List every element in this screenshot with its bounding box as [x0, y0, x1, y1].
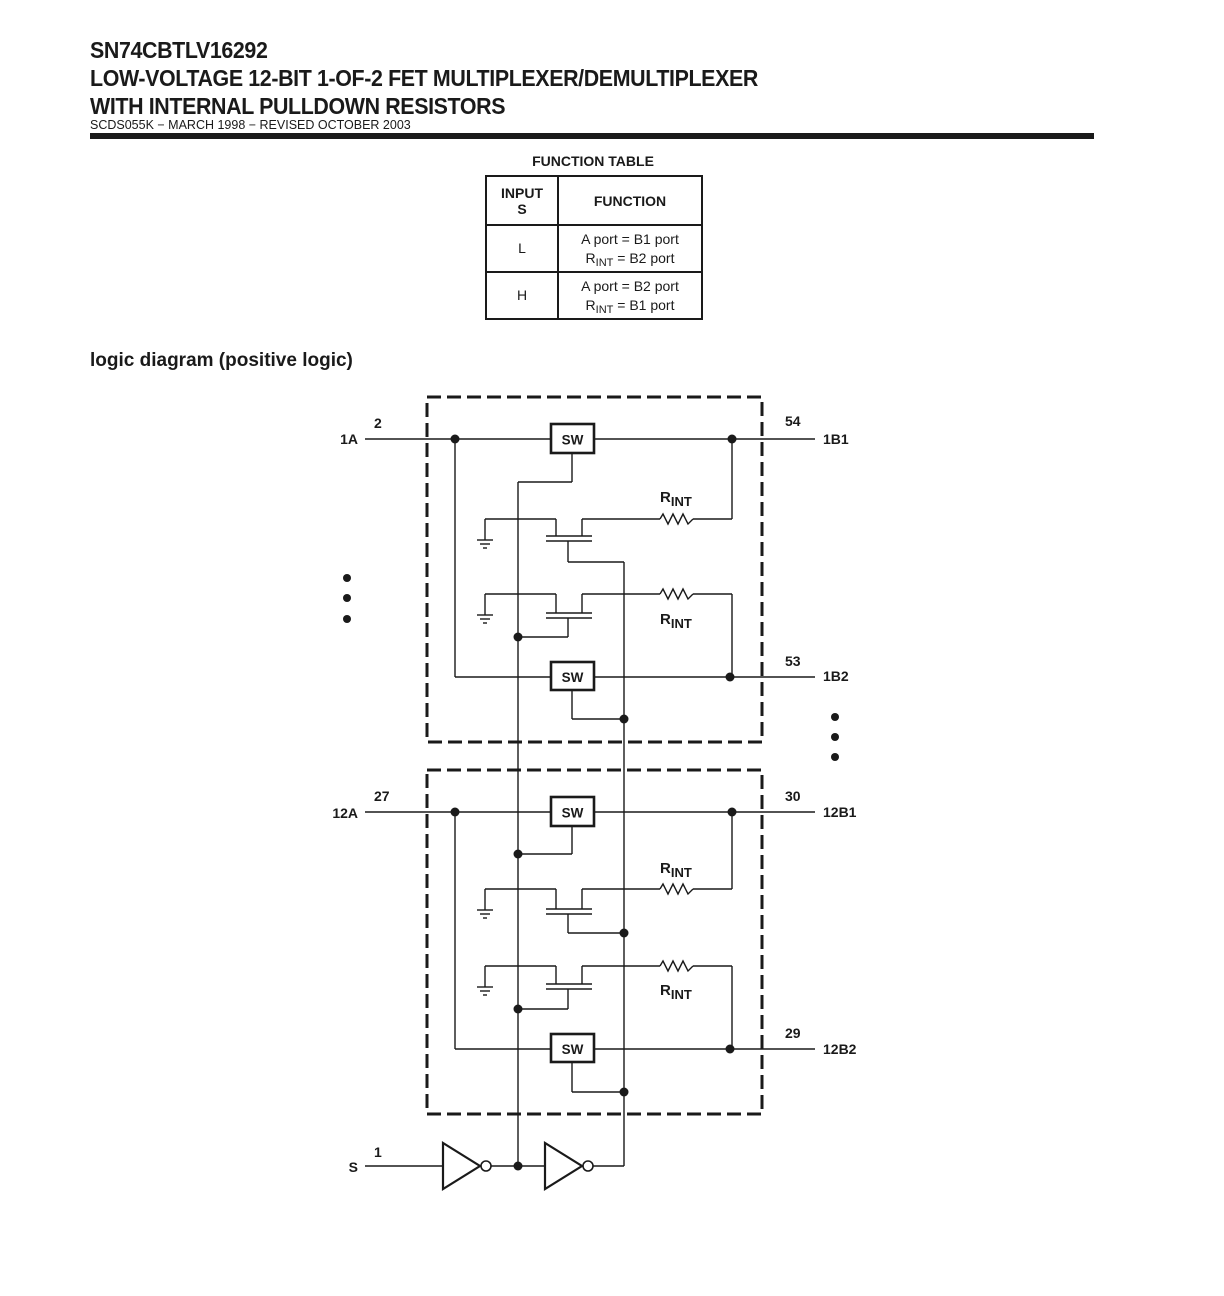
resistor-label: RINT	[660, 982, 692, 1002]
row-function-line2: = B2 port	[613, 249, 675, 266]
row-input: L	[485, 224, 559, 273]
ground-icon	[476, 974, 494, 996]
ground-icon	[476, 527, 494, 549]
fet-icon	[545, 612, 593, 619]
table-row: H A port = B2 port RINT = B1 port	[485, 271, 703, 320]
header-rule	[90, 133, 1094, 139]
row-input: H	[485, 271, 559, 320]
ellipsis-left	[343, 574, 351, 623]
pin-number: 27	[374, 788, 390, 804]
device-description-line1: LOW-VOLTAGE 12-BIT 1-OF-2 FET MULTIPLEXE…	[90, 65, 758, 91]
pin-label-12b1: 12B1	[823, 804, 857, 820]
part-number-title: SN74CBTLV16292	[90, 37, 268, 63]
header-function: FUNCTION	[557, 175, 703, 226]
pin-number: 53	[785, 653, 801, 669]
inverter-2	[543, 1141, 594, 1191]
pin-label-1b1: 1B1	[823, 431, 849, 447]
r-sub: INT	[595, 303, 614, 316]
channel-1-box	[425, 395, 764, 744]
pin-label-1b2: 1B2	[823, 668, 849, 684]
switch-12b2: SW	[549, 1032, 596, 1064]
page-header: SN74CBTLV16292 LOW-VOLTAGE 12-BIT 1-OF-2…	[90, 36, 1094, 132]
header-input-line2: S	[517, 200, 527, 217]
row-function: A port = B1 port RINT = B2 port	[557, 224, 703, 273]
pin-label-12b2: 12B2	[823, 1041, 857, 1057]
fet-icon	[545, 535, 593, 542]
pin-number: 1	[374, 1144, 382, 1160]
ellipsis-right	[831, 713, 839, 761]
resistor-label: RINT	[660, 611, 692, 631]
switch-1b1: SW	[549, 422, 596, 455]
device-description-line2: WITH INTERNAL PULLDOWN RESISTORS	[90, 93, 506, 119]
function-table: INPUT S FUNCTION L A port = B1 port RINT…	[485, 175, 703, 320]
fet-icon	[545, 983, 593, 990]
pin-number: 2	[374, 415, 382, 431]
fet-icon	[545, 908, 593, 915]
switch-label: SW	[562, 1042, 584, 1057]
header-input: INPUT S	[485, 175, 559, 226]
channel-12-box	[425, 768, 764, 1116]
switch-12b1: SW	[549, 795, 596, 828]
row-function: A port = B2 port RINT = B1 port	[557, 271, 703, 320]
function-table-header-row: INPUT S FUNCTION	[485, 175, 703, 226]
pin-number: 54	[785, 413, 801, 429]
switch-label: SW	[562, 670, 584, 685]
r-sub: INT	[595, 256, 614, 269]
junction-dots	[450, 434, 737, 1171]
ground-icon	[476, 897, 494, 919]
function-table-caption: FUNCTION TABLE	[532, 153, 654, 169]
logic-diagram-title: logic diagram (positive logic)	[90, 350, 353, 371]
row-function-line2: = B1 port	[613, 296, 675, 313]
pin-label-12a: 12A	[332, 805, 358, 821]
switch-label: SW	[562, 806, 584, 821]
header-input-line1: INPUT	[501, 184, 543, 201]
resistor-label: RINT	[660, 860, 692, 880]
document-id: SCDS055K − MARCH 1998 − REVISED OCTOBER …	[90, 118, 411, 132]
row-function-line1: A port = B1 port	[581, 230, 679, 247]
switch-label: SW	[562, 433, 584, 448]
row-function-line1: A port = B2 port	[581, 277, 679, 294]
ground-icon	[476, 602, 494, 624]
switch-1b2: SW	[549, 660, 596, 692]
table-row: L A port = B1 port RINT = B2 port	[485, 224, 703, 273]
resistor-label: RINT	[660, 489, 692, 509]
pin-label-s: S	[349, 1159, 358, 1175]
inverter-1	[441, 1141, 492, 1191]
pin-number: 29	[785, 1025, 801, 1041]
r-label: R	[585, 249, 596, 266]
pin-label-1a: 1A	[340, 431, 358, 447]
r-label: R	[585, 296, 596, 313]
pin-number: 30	[785, 788, 801, 804]
